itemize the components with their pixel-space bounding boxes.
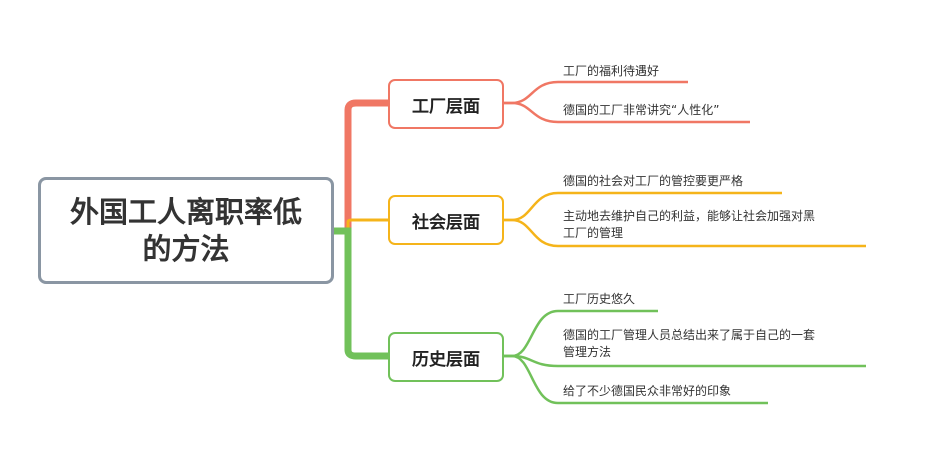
leaf-topic-text-line: 管理方法 xyxy=(563,345,612,359)
branch-topic-factory[interactable]: 工厂层面 xyxy=(388,79,504,129)
trunk-line-society xyxy=(334,218,388,233)
branch-topic-society[interactable]: 社会层面 xyxy=(388,195,504,245)
leaf-line-history-2 xyxy=(504,354,768,405)
branch-topic-history[interactable]: 历史层面 xyxy=(388,332,504,382)
leaf-topic-text-line: 工厂的管理 xyxy=(563,226,624,240)
root-topic[interactable]: 外国工人离职率低的方法 xyxy=(38,177,334,284)
leaf-line-factory-0 xyxy=(504,80,688,105)
leaf-topic-text: 给了不少德国民众非常好的印象 xyxy=(563,384,732,398)
leaf-topic-text: 工厂的福利待遇好 xyxy=(563,64,660,78)
leaf-topic-text: 德国的工厂非常讲究“人性化” xyxy=(563,103,720,117)
leaf-line-factory-1 xyxy=(504,101,750,124)
branch-topic-label: 社会层面 xyxy=(412,212,480,233)
leaf-topic[interactable]: 德国的工厂非常讲究“人性化” xyxy=(563,102,719,119)
root-topic-title: 外国工人离职率低的方法 xyxy=(69,195,302,266)
leaf-topic-text: 德国的社会对工厂的管控要更严格 xyxy=(563,174,744,188)
leaf-topic-text: 工厂历史悠久 xyxy=(563,292,636,306)
branch-topic-label: 历史层面 xyxy=(412,349,480,370)
leaf-topic[interactable]: 工厂的福利待遇好 xyxy=(563,63,659,80)
leaf-topic-text-line: 德国的工厂管理人员总结出来了属于自己的一套 xyxy=(563,328,816,342)
trunk-line-history xyxy=(330,227,392,360)
branch-topic-label: 工厂层面 xyxy=(412,96,480,117)
leaf-topic[interactable]: 主动地去维护自己的利益，能够让社会加强对黑 工厂的管理 xyxy=(563,208,815,242)
leaf-topic[interactable]: 德国的社会对工厂的管控要更严格 xyxy=(563,173,743,190)
trunk-line-factory xyxy=(330,99,392,235)
leaf-topic-text-line: 主动地去维护自己的利益，能够让社会加强对黑 xyxy=(563,209,816,223)
leaf-topic[interactable]: 德国的工厂管理人员总结出来了属于自己的一套 管理方法 xyxy=(563,327,815,361)
leaf-topic[interactable]: 给了不少德国民众非常好的印象 xyxy=(563,383,731,400)
leaf-line-society-1 xyxy=(504,218,866,248)
leaf-topic[interactable]: 工厂历史悠久 xyxy=(563,291,635,308)
